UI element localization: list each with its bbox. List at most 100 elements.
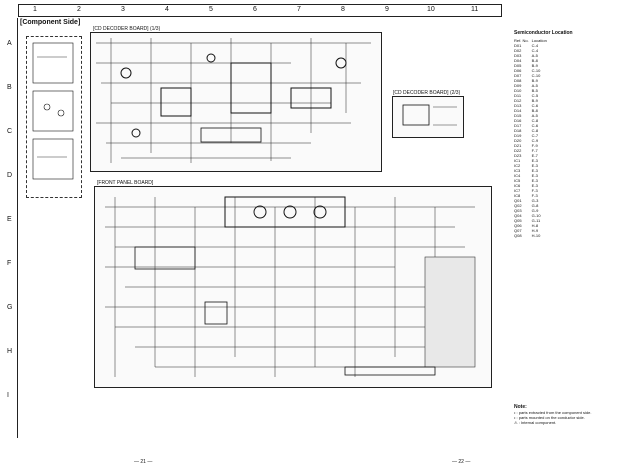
table-cell: D06 — [514, 68, 522, 73]
col-label: 2 — [77, 6, 81, 13]
front-panel-traces — [105, 196, 476, 377]
table-cell: Q05 — [514, 218, 522, 223]
cd-decoder-board-sub: [CD DECODER BOARD] (2/3) — [392, 90, 464, 138]
table-cell: G-8 — [531, 203, 539, 208]
table-cell: G-10 — [531, 213, 541, 218]
table-row: Q01 G-3 — [514, 198, 550, 203]
table-cell: D18 — [514, 128, 522, 133]
table-cell: F-7 — [531, 148, 538, 153]
cd-decoder-traces — [96, 38, 371, 163]
table-cell: IC4 — [514, 173, 521, 178]
table-cell: D22 — [514, 148, 522, 153]
col-label: 8 — [341, 6, 345, 13]
table-header-row: Ref. No. Location — [514, 38, 550, 43]
table-cell: IC2 — [514, 163, 521, 168]
board-label: [FRONT PANEL BOARD] — [97, 180, 154, 186]
row-label: F — [7, 260, 12, 267]
cd-decoder-board-main: [CD DECODER BOARD] (1/3) — [90, 26, 382, 172]
table-cell: B-8 — [531, 108, 538, 113]
table-cell: E-3 — [531, 178, 538, 183]
table-cell: D12 — [514, 98, 522, 103]
table-row: D20 C-9 — [514, 138, 550, 143]
table-cell: D21 — [514, 143, 522, 148]
table-cell: IC5 — [514, 178, 521, 183]
row-label: G — [7, 304, 13, 311]
board-label: [CD DECODER BOARD] (1/3) — [93, 26, 161, 32]
table-cell: H-8 — [531, 223, 539, 228]
row-label: H — [7, 348, 13, 355]
table-cell: E-3 — [531, 183, 538, 188]
table-cell: F-3 — [531, 188, 538, 193]
page-title: [Component Side] — [20, 19, 81, 26]
table-cell: D13 — [514, 103, 522, 108]
table-title: Semiconductor Location — [514, 30, 573, 36]
table-cell: Q01 — [514, 198, 522, 203]
table-cell: F-9 — [531, 143, 538, 148]
table-cell: C-6 — [531, 103, 539, 108]
sub-board-traces — [32, 42, 74, 180]
table-cell: Q04 — [514, 213, 522, 218]
table-row: D13 C-6 — [514, 103, 550, 108]
note-line: • : parts extracted from the component s… — [514, 410, 592, 415]
table-cell: G-11 — [531, 218, 541, 223]
col-label: 5 — [209, 6, 213, 13]
table-row: Q05 G-11 — [514, 218, 550, 223]
table-cell: H-10 — [531, 233, 541, 238]
column-ruler: 1 2 3 4 5 6 7 8 9 10 11 — [18, 4, 502, 17]
table-cell: C-4 — [531, 43, 539, 48]
row-label: C — [7, 128, 13, 135]
table-row: D09 A-5 — [514, 83, 550, 88]
table-cell: D16 — [514, 118, 522, 123]
row-label: B — [7, 84, 12, 91]
table-cell: D05 — [514, 63, 522, 68]
table-cell: A-5 — [531, 83, 538, 88]
note-line: ⚠ : Internal component. — [514, 420, 557, 425]
table-row: Q04 G-10 — [514, 213, 550, 218]
table-row: Q08 H-10 — [514, 233, 550, 238]
table-cell: E-3 — [531, 168, 538, 173]
col-label: 9 — [385, 6, 389, 13]
col-label: 3 — [121, 6, 125, 13]
table-cell: D09 — [514, 83, 522, 88]
table-cell: D20 — [514, 138, 522, 143]
note-block: Note: • : parts extracted from the compo… — [514, 404, 632, 425]
table-cell: C-5 — [531, 93, 539, 98]
table-cell: Q06 — [514, 223, 522, 228]
table-cell: C-10 — [531, 68, 541, 73]
col-label: 7 — [297, 6, 301, 13]
column-header: Location — [531, 38, 547, 43]
table-cell: D01 — [514, 43, 522, 48]
front-panel-board: [FRONT PANEL BOARD] — [94, 180, 492, 388]
table-cell: C-9 — [531, 138, 539, 143]
table-row: D01 C-4 — [514, 43, 550, 48]
col-label: 6 — [253, 6, 257, 13]
page-number-right: — 22 — — [452, 459, 471, 465]
table-cell: G-3 — [531, 198, 539, 203]
col-label: 10 — [427, 6, 435, 13]
table-cell: Q07 — [514, 228, 522, 233]
row-ruler: A B C D E F G H I — [4, 18, 18, 438]
table-row: D22 F-7 — [514, 148, 550, 153]
table-cell: D14 — [514, 108, 522, 113]
table-cell: Q08 — [514, 233, 522, 238]
table-cell: D23 — [514, 153, 522, 158]
